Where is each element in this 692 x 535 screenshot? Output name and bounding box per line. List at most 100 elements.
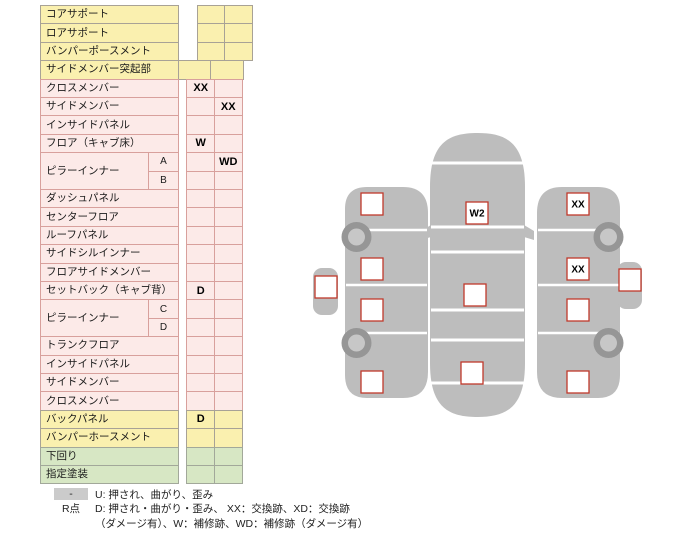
damage-marker-trunk[interactable] (460, 361, 484, 385)
damage-cell[interactable] (213, 354, 243, 374)
damage-cell[interactable] (213, 189, 243, 209)
damage-marker-right-rear-fender[interactable] (566, 370, 590, 394)
damage-cell[interactable] (186, 391, 216, 411)
legend-marker-dash: - (54, 488, 88, 501)
damage-cell[interactable]: WD (213, 152, 243, 172)
damage-marker-left-rear-fender[interactable] (360, 370, 384, 394)
right-mirror-icon (524, 225, 534, 240)
damage-cell[interactable] (186, 225, 216, 246)
damage-cell[interactable] (197, 41, 226, 62)
part-label: サイドメンバー (40, 373, 179, 393)
damage-marker-right-front-fender[interactable] (566, 192, 590, 216)
part-label: サイドメンバー (40, 97, 179, 117)
damage-cell[interactable] (186, 115, 216, 135)
car-right-side-view (537, 187, 620, 398)
part-label: ピラーインナー (40, 152, 149, 190)
damage-cell[interactable] (213, 225, 243, 246)
damage-marker-label: W2 (470, 209, 485, 220)
part-label: ルーフパネル (40, 225, 179, 246)
damage-marker-left-front-door[interactable] (360, 257, 384, 281)
damage-cell[interactable] (213, 373, 243, 393)
part-label: サイドメンバー突起部 (40, 60, 179, 80)
damage-cell[interactable] (186, 317, 216, 338)
damage-cell[interactable] (186, 446, 216, 466)
damage-cell[interactable] (186, 207, 216, 227)
damage-cell[interactable] (213, 465, 243, 485)
legend-marker-rpoint: R点 (61, 502, 81, 515)
damage-marker-left-outer-panel[interactable] (314, 275, 338, 299)
damage-cell[interactable] (186, 299, 216, 319)
damage-cell[interactable] (224, 23, 253, 43)
damage-cell[interactable] (213, 78, 243, 98)
damage-cell[interactable] (186, 170, 216, 190)
damage-cell[interactable]: W (186, 133, 216, 154)
part-label: インサイドパネル (40, 115, 179, 135)
damage-cell[interactable] (186, 152, 216, 172)
damage-marker-left-front-fender[interactable] (360, 192, 384, 216)
damage-cell[interactable] (213, 391, 243, 411)
damage-cell[interactable] (210, 60, 244, 80)
damage-cell[interactable] (186, 354, 216, 374)
legend-row-u: - U: 押され、曲がり、歪み (40, 487, 368, 502)
damage-cell[interactable] (213, 115, 243, 135)
wheel-icon (341, 328, 372, 358)
legend-row-d-cont: （ダメージ有）、W：補修跡、WD：補修跡（ダメージ有） (40, 516, 368, 531)
damage-cell[interactable] (186, 428, 216, 448)
part-label: フロアサイドメンバー (40, 262, 179, 282)
wheel-icon (341, 222, 372, 252)
damage-cell[interactable] (186, 373, 216, 393)
pillar-sub-label: B (148, 170, 179, 190)
pillar-sub-label: A (148, 152, 179, 172)
pillar-sub-label: C (148, 299, 179, 319)
damage-cell[interactable] (213, 446, 243, 466)
part-label: クロスメンバー (40, 391, 179, 411)
damage-cell[interactable] (213, 281, 243, 301)
damage-cell[interactable]: XX (186, 78, 216, 98)
part-label: ロアサポート (40, 23, 179, 43)
part-label: クロスメンバー (40, 78, 179, 98)
damage-cell[interactable]: XX (213, 97, 243, 117)
damage-marker-right-front-door[interactable] (566, 257, 590, 281)
damage-cell[interactable] (213, 317, 243, 338)
damage-cell[interactable] (213, 428, 243, 448)
legend-text-u: U: 押され、曲がり、歪み (95, 488, 214, 501)
part-label: インサイドパネル (40, 354, 179, 374)
damage-marker-hood[interactable] (465, 201, 489, 225)
damage-cell[interactable] (213, 336, 243, 356)
damage-marker-left-rear-door[interactable] (360, 298, 384, 322)
damage-cell[interactable] (197, 5, 226, 25)
damage-cell[interactable] (186, 336, 216, 356)
damage-cell[interactable]: D (186, 409, 216, 430)
legend-text-d: D: 押され・曲がり・歪み、 XX：交換跡、XD：交換跡 (95, 503, 350, 516)
damage-cell[interactable] (186, 244, 216, 264)
damage-marker-right-outer-panel[interactable] (618, 268, 642, 292)
damage-cell[interactable] (213, 299, 243, 319)
wheel-icon (593, 222, 624, 252)
part-label: センターフロア (40, 207, 179, 227)
damage-cell[interactable] (197, 23, 226, 43)
damage-marker-right-rear-door[interactable] (566, 298, 590, 322)
damage-cell[interactable] (213, 262, 243, 282)
legend: - U: 押され、曲がり、歪み R点 D: 押され・曲がり・歪み、 XX：交換跡… (40, 487, 368, 531)
damage-cell[interactable] (224, 5, 253, 25)
damage-marker-floor-center[interactable] (463, 283, 487, 307)
damage-cell[interactable] (213, 409, 243, 430)
damage-cell[interactable] (213, 133, 243, 154)
damage-cell[interactable] (186, 97, 216, 117)
damage-cell[interactable]: D (186, 281, 216, 301)
part-label: 下回り (40, 446, 179, 466)
wheel-icon (593, 328, 624, 358)
damage-cell[interactable] (213, 170, 243, 190)
damage-cell[interactable] (213, 207, 243, 227)
damage-cell[interactable] (186, 262, 216, 282)
damage-cell[interactable] (186, 189, 216, 209)
damage-cell[interactable] (178, 60, 212, 80)
damage-cell[interactable] (186, 465, 216, 485)
part-label: コアサポート (40, 5, 179, 25)
damage-cell[interactable] (224, 41, 253, 62)
damage-cell[interactable] (213, 244, 243, 264)
legend-text-d-cont: （ダメージ有）、W：補修跡、WD：補修跡（ダメージ有） (95, 517, 369, 530)
pillar-sub-label: D (148, 317, 179, 338)
part-label: フロア（キャブ床） (40, 133, 179, 154)
